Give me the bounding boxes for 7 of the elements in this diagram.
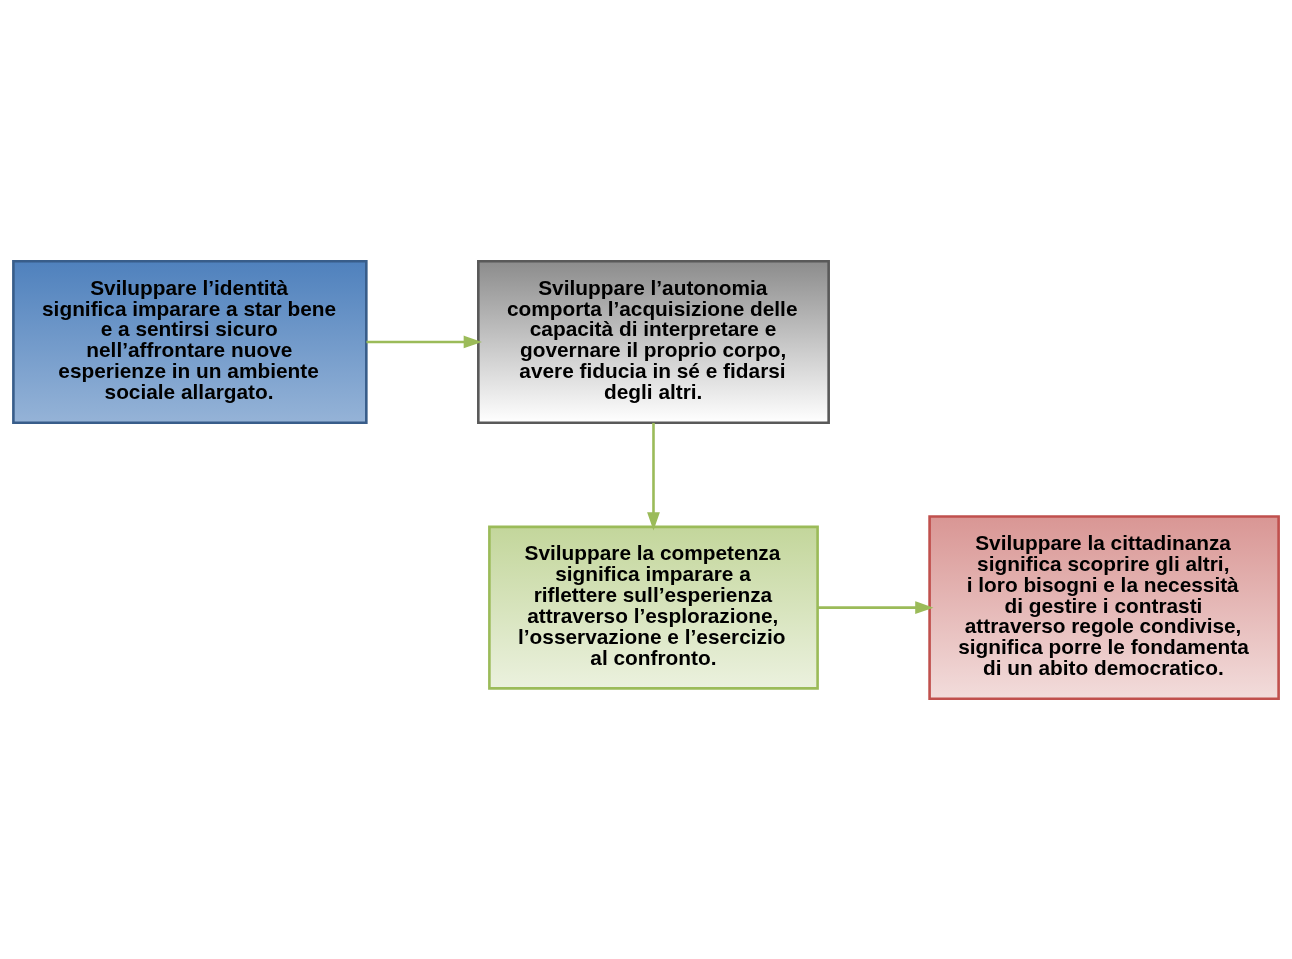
node-box: Sviluppare la competenza significa imparare a riflettere sull’esperienza attraverso l’esplorazione, l’osservazione e l’esercizio al confronto.	[488, 525, 819, 690]
arrow	[366, 335, 482, 348]
arrow	[817, 600, 934, 614]
node-box: Sviluppare l’identità significa imparare a star bene e a sentirsi sicuro nell’affrontare nuove esperienze in un ambiente sociale allargato.	[12, 259, 368, 424]
node-box: Sviluppare la cittadinanza significa scoprire gli altri, i loro bisogni e la necessità di gestire i contrasti attraverso regole condivise, significa porre le fondamenta di un abito democratico.	[928, 514, 1280, 700]
arrow	[647, 422, 660, 530]
node-box: Sviluppare l’autonomia comporta l’acquisizione delle capacità di interpretare e governare il proprio corpo, avere fiducia in sé e fidarsi degli altri.	[477, 259, 830, 424]
